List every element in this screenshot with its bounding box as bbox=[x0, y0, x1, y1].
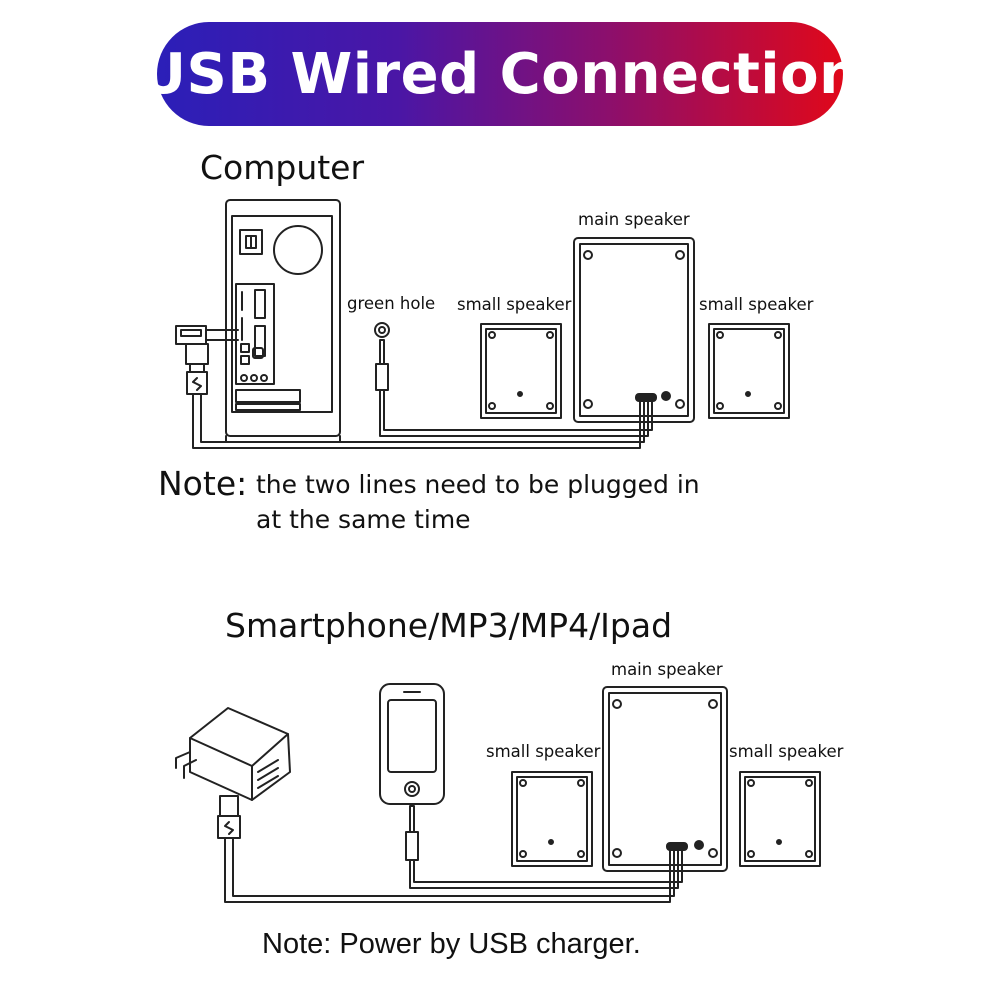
green-hole-label: green hole bbox=[347, 294, 436, 313]
note-prefix: Note: bbox=[158, 464, 248, 503]
main-speaker-top bbox=[573, 237, 695, 423]
main-speaker-label-top: main speaker bbox=[578, 210, 690, 229]
note-line-2: at the same time bbox=[256, 505, 471, 534]
phone-section-title: Smartphone/MP3/MP4/Ipad bbox=[225, 606, 673, 645]
usb-plug-icon-bottom bbox=[217, 795, 241, 851]
main-speaker-bottom bbox=[602, 686, 728, 872]
computer-section-title: Computer bbox=[200, 148, 365, 187]
small-speaker-right-label-top: small speaker bbox=[699, 295, 814, 314]
small-speaker-right-top bbox=[708, 323, 790, 419]
small-speaker-left-label-bottom: small speaker bbox=[486, 742, 601, 761]
small-speaker-left-top bbox=[480, 323, 562, 419]
small-speaker-left-label-top: small speaker bbox=[457, 295, 572, 314]
smartphone-icon bbox=[379, 683, 445, 805]
usb-plug-icon bbox=[175, 325, 233, 405]
usb-charger-note: Note: Power by USB charger. bbox=[262, 928, 641, 960]
audio-jack-icon-bottom bbox=[405, 805, 419, 871]
small-speaker-right-label-bottom: small speaker bbox=[729, 742, 844, 761]
banner-title: USB Wired Connection bbox=[140, 41, 860, 107]
note-line-1: the two lines need to be plugged in bbox=[256, 470, 700, 499]
title-banner: USB Wired Connection bbox=[141, 22, 859, 126]
small-speaker-right-bottom bbox=[739, 771, 821, 867]
usb-charger-icon bbox=[175, 707, 291, 801]
computer-tower-icon bbox=[225, 199, 341, 443]
small-speaker-left-bottom bbox=[511, 771, 593, 867]
main-speaker-label-bottom: main speaker bbox=[611, 660, 723, 679]
audio-jack-icon bbox=[374, 322, 390, 403]
